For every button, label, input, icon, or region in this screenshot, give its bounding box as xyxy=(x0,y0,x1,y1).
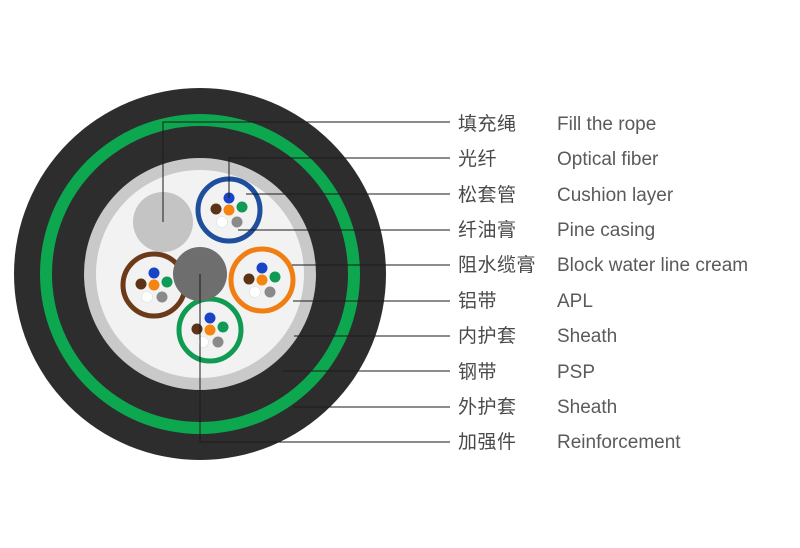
legend-row-outer-sheath: 外护套 Sheath xyxy=(0,396,800,420)
loose-tube-orange-fiber-blue xyxy=(256,262,268,274)
loose-tube-blue-fiber-green xyxy=(236,201,248,213)
loose-tube-brown-fiber-orange xyxy=(148,279,160,291)
legend-label-cn-psp: 钢带 xyxy=(458,362,498,383)
loose-tube-brown-fiber-gray xyxy=(156,291,168,303)
loose-tube-green-fiber-gray xyxy=(212,336,224,348)
legend-row-apl: 铝带 APL xyxy=(0,290,800,314)
loose-tube-blue-fiber-gray xyxy=(231,216,243,228)
legend-label-cn-outer-sheath: 外护套 xyxy=(458,397,517,418)
loose-tube-orange-fiber-green xyxy=(269,271,281,283)
legend-row-psp: 钢带 PSP xyxy=(0,361,800,385)
loose-tube-blue-fiber-orange xyxy=(223,204,235,216)
loose-tube-brown-fiber-blue xyxy=(148,267,160,279)
legend-label-en-outer-sheath: Sheath xyxy=(557,397,618,418)
legend-row-fill-the-rope: 填充绳 Fill the rope xyxy=(0,113,800,137)
legend-row-pine-casing: 纤油膏 Pine casing xyxy=(0,219,800,243)
loose-tube-green-fiber-blue xyxy=(204,312,216,324)
legend-label-cn-reinforcement: 加强件 xyxy=(458,432,517,453)
loose-tube-orange-fiber-orange xyxy=(256,274,268,286)
loose-tube-orange-fiber-gray xyxy=(264,286,276,298)
legend-label-en-cushion-layer: Cushion layer xyxy=(557,185,674,206)
legend-row-block-water-line-cream: 阻水缆膏 Block water line cream xyxy=(0,254,800,278)
legend-label-en-psp: PSP xyxy=(557,362,596,383)
legend-label-en-reinforcement: Reinforcement xyxy=(557,432,681,453)
legend-label-en-block-water-line-cream: Block water line cream xyxy=(557,255,749,276)
legend-label-en-inner-sheath: Sheath xyxy=(557,326,618,347)
legend-label-cn-block-water-line-cream: 阻水缆膏 xyxy=(458,255,537,276)
loose-tube-orange-fiber-brown xyxy=(243,273,255,285)
loose-tube-green-fiber-orange xyxy=(204,324,216,336)
leader-line-optical-fiber xyxy=(228,157,450,198)
loose-tube-green-fiber-green xyxy=(217,321,229,333)
legend-row-cushion-layer: 松套管 Cushion layer xyxy=(0,184,800,208)
legend-label-cn-fill-the-rope: 填充绳 xyxy=(458,114,517,135)
leader-line-reinforcement xyxy=(199,274,450,443)
loose-tube-blue-fiber-white xyxy=(216,216,228,228)
legend-label-cn-pine-casing: 纤油膏 xyxy=(458,220,517,241)
legend-label-en-fill-the-rope: Fill the rope xyxy=(557,114,657,135)
legend-label-en-optical-fiber: Optical fiber xyxy=(557,149,659,170)
loose-tube-brown-fiber-white xyxy=(141,291,153,303)
loose-tube-brown-fiber-green xyxy=(161,276,173,288)
loose-tube-brown-fiber-brown xyxy=(135,278,147,290)
legend-label-en-pine-casing: Pine casing xyxy=(557,220,656,241)
legend-row-reinforcement: 加强件 Reinforcement xyxy=(0,431,800,455)
legend-label-cn-inner-sheath: 内护套 xyxy=(458,326,517,347)
legend-label-cn-optical-fiber: 光纤 xyxy=(458,149,498,170)
legend-row-inner-sheath: 内护套 Sheath xyxy=(0,325,800,349)
legend-row-optical-fiber: 光纤 Optical fiber xyxy=(0,148,800,172)
leader-lines xyxy=(162,121,450,443)
legend-label-cn-cushion-layer: 松套管 xyxy=(458,185,517,206)
legend-label-en-apl: APL xyxy=(557,291,593,312)
loose-tube-orange-fiber-white xyxy=(249,286,261,298)
legend-label-cn-apl: 铝带 xyxy=(458,291,498,312)
loose-tube-blue-fiber-brown xyxy=(210,203,222,215)
leader-line-fill-the-rope xyxy=(162,121,450,222)
